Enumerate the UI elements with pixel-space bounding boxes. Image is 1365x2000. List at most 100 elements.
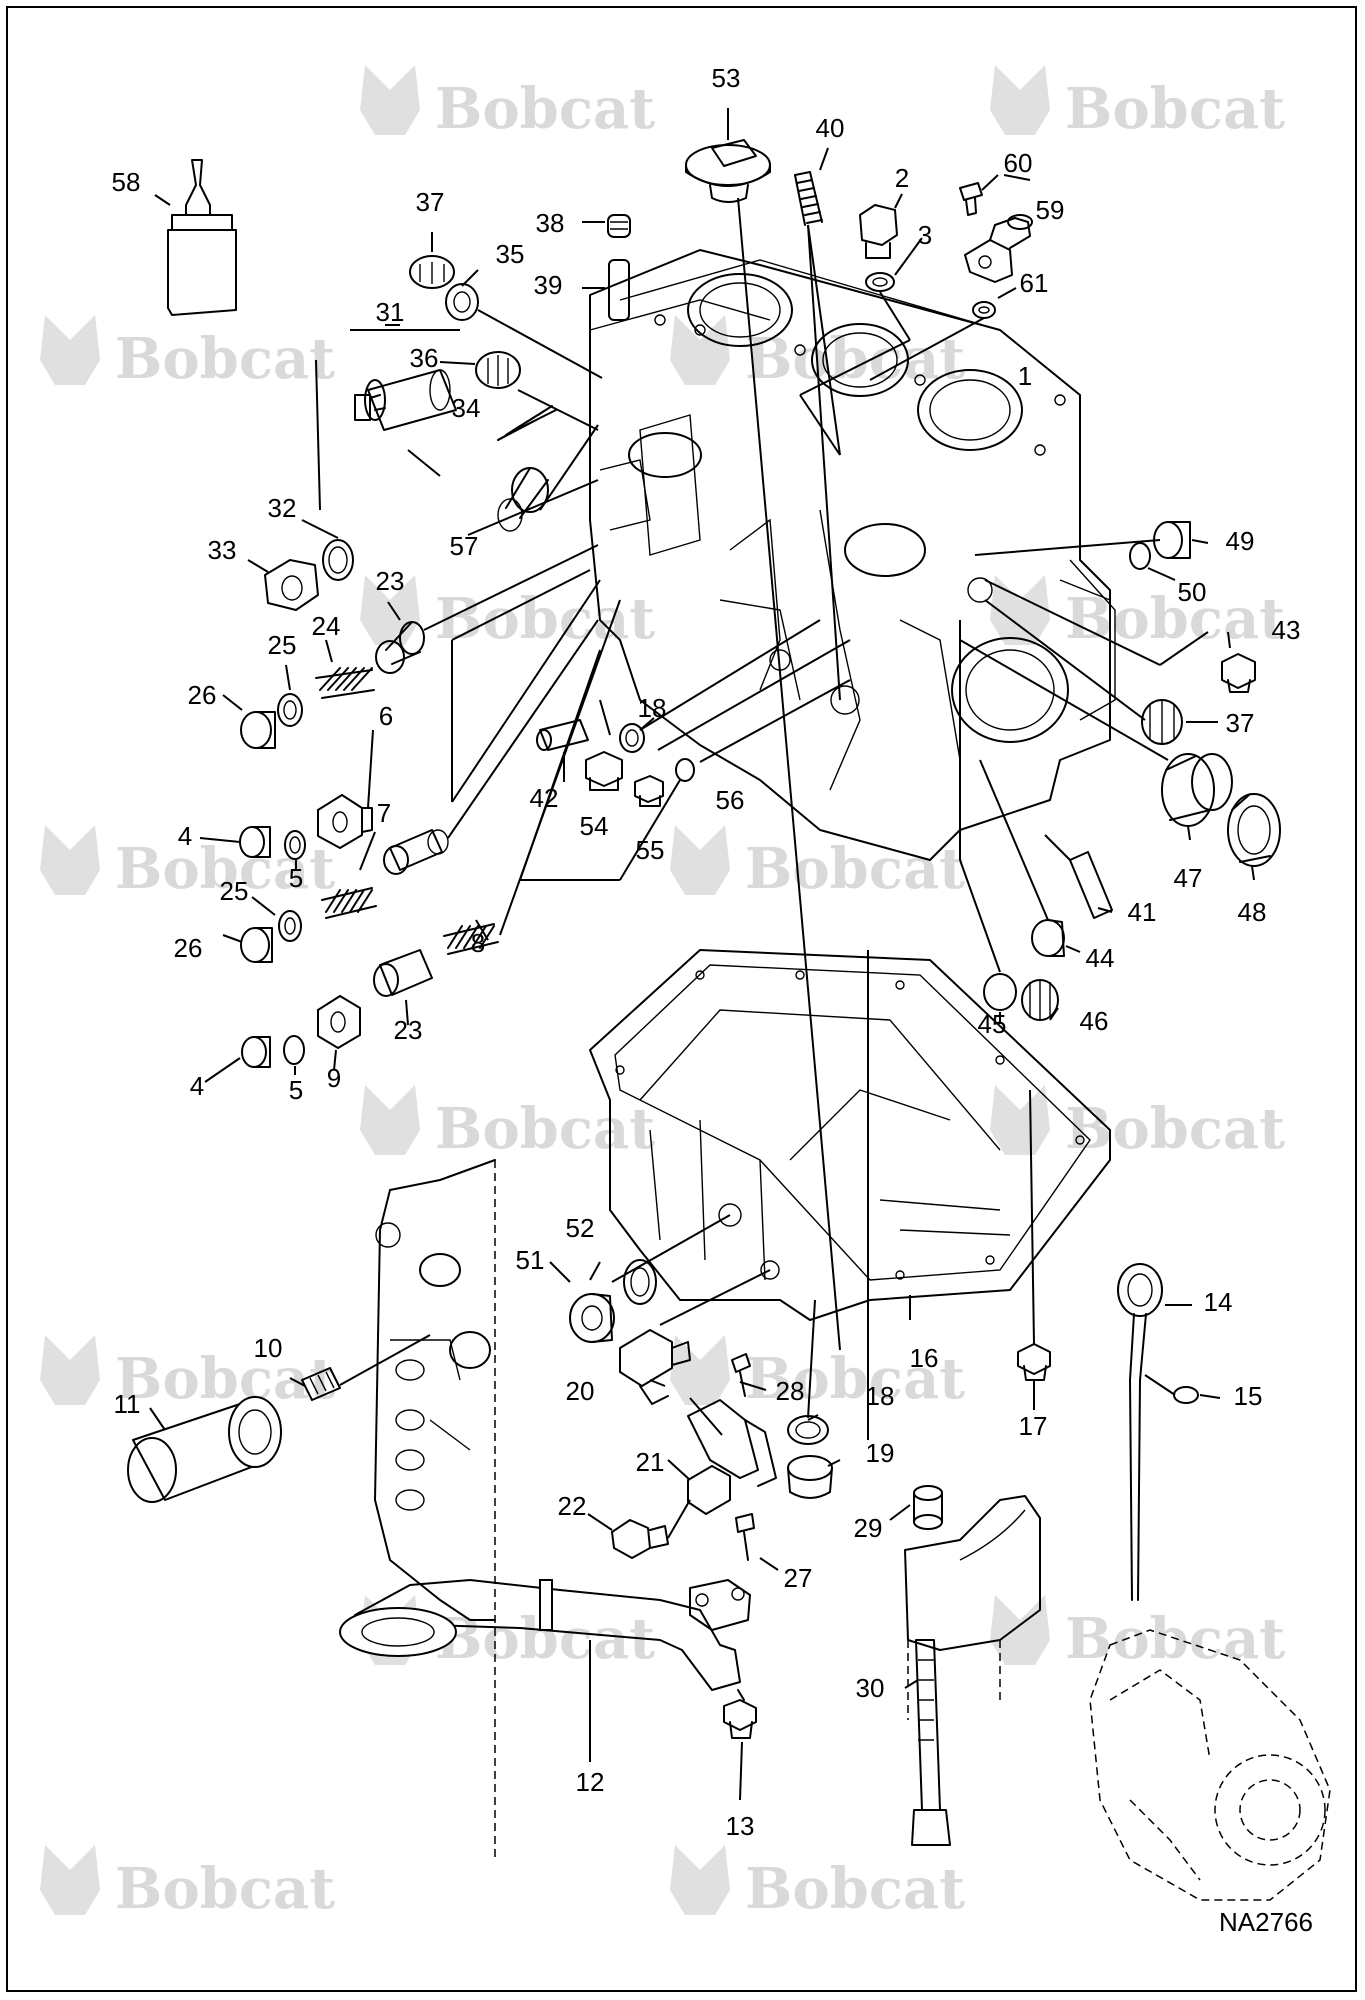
- valve-spring-lower: [443, 923, 499, 955]
- sleeve: [497, 467, 549, 532]
- watermark: Bobcat: [360, 575, 655, 652]
- watermark-text: Bobcat: [745, 326, 965, 392]
- plug-cap: [240, 711, 276, 749]
- bobcat-head-logo-icon: [360, 65, 420, 135]
- callout-c6: 6: [379, 701, 393, 731]
- pan-plug-gasket: [623, 1259, 657, 1305]
- callout-c50: 50: [1178, 577, 1207, 607]
- watermark-text: Bobcat: [115, 1346, 335, 1412]
- callout-c23b: 23: [394, 1015, 423, 1045]
- copper-washer-hole: [289, 836, 301, 854]
- callout-c21: 21: [636, 1447, 665, 1477]
- callout-c10: 10: [254, 1333, 283, 1363]
- callout-c55: 55: [636, 835, 665, 865]
- callout-c22: 22: [558, 1491, 587, 1521]
- watermark: Bobcat: [40, 315, 335, 392]
- watermark: Bobcat: [990, 1595, 1285, 1672]
- sensor-bracket: [687, 1399, 777, 1515]
- cap: [607, 214, 631, 238]
- small-washer: [675, 758, 695, 782]
- callout-c37b: 37: [1226, 708, 1255, 738]
- o-ring-lower: [278, 910, 302, 942]
- pump-assembly: [1089, 1629, 1331, 1901]
- bleed-plug-lower: [241, 1036, 271, 1068]
- oil-filter: [127, 1396, 282, 1503]
- sealing-ring-lower-hole: [795, 1421, 821, 1439]
- piston-sleeve-lower: [373, 949, 433, 997]
- core-plug-right: [1141, 699, 1183, 745]
- piston-sleeve: [375, 621, 425, 674]
- callout-c18b: 18: [866, 1381, 895, 1411]
- watermark-text: Bobcat: [745, 1856, 965, 1922]
- callout-c26b: 26: [174, 933, 203, 963]
- pin: [536, 719, 589, 751]
- piston: [383, 829, 449, 875]
- o-ring-lower-hole: [284, 917, 296, 935]
- piston-spring: [321, 887, 377, 919]
- plug-washer: [1129, 542, 1151, 570]
- callout-c26a: 26: [188, 680, 217, 710]
- callout-c32: 32: [268, 493, 297, 523]
- callout-c9: 9: [327, 1063, 341, 1093]
- pan-plug: [569, 1293, 615, 1343]
- bobcat-head-logo-icon: [990, 575, 1050, 645]
- callout-c11: 11: [114, 1389, 141, 1419]
- pressure-sender: [619, 1329, 691, 1405]
- bobcat-head-logo-icon: [670, 1845, 730, 1915]
- flange-bolt: [1221, 653, 1256, 693]
- callout-c52: 52: [566, 1213, 595, 1243]
- callout-c37a: 37: [416, 187, 445, 217]
- callout-c35: 35: [496, 239, 525, 269]
- callout-c25a: 25: [268, 630, 297, 660]
- callout-c1: 1: [1018, 361, 1032, 391]
- oil-pan: [589, 949, 1111, 1321]
- watermark: Bobcat: [40, 825, 335, 902]
- watermark: Bobcat: [360, 65, 655, 142]
- core-plug: [409, 255, 455, 289]
- callout-c53: 53: [712, 63, 741, 93]
- callout-c4a: 4: [178, 821, 192, 851]
- threaded-nipple: [301, 1367, 341, 1401]
- callout-c60: 60: [1004, 148, 1033, 178]
- callout-c38: 38: [536, 208, 565, 238]
- callout-c2: 2: [895, 163, 909, 193]
- dipstick: [1117, 1263, 1163, 1601]
- gasket-ring-hole: [328, 546, 348, 574]
- gasket-ring: [322, 539, 354, 581]
- callout-c34: 34: [452, 393, 481, 423]
- sealant-tube: [167, 159, 237, 316]
- washer-hole: [872, 277, 888, 287]
- callout-c25b: 25: [220, 876, 249, 906]
- valve-spring: [497, 405, 557, 441]
- oil-level-sensor: [1017, 1343, 1051, 1381]
- callout-c5a: 5: [289, 863, 303, 893]
- watermark-text: Bobcat: [115, 1856, 335, 1922]
- sealing-ring-hole: [625, 729, 639, 747]
- callout-c31: 31: [376, 297, 405, 327]
- bearing-bushing: [1161, 753, 1233, 827]
- callout-c41: 41: [1128, 897, 1157, 927]
- copper-washer: [284, 830, 306, 860]
- dipstick-tube-spring: [794, 171, 823, 226]
- banjo-bolt: [959, 182, 983, 216]
- callout-c27: 27: [784, 1563, 813, 1593]
- oil-pickup-tube: [339, 1579, 751, 1691]
- drain-plug: [585, 751, 623, 791]
- watermark-text: Bobcat: [435, 76, 655, 142]
- bobcat-head-logo-icon: [670, 825, 730, 895]
- sealing-ring: [619, 723, 645, 753]
- sealing-washer: [972, 301, 996, 319]
- bearing-bushing-outer: [1227, 793, 1281, 867]
- pan-plug-gasket-hole: [630, 1267, 650, 1297]
- watermark: Bobcat: [670, 1335, 965, 1412]
- callout-c28: 28: [776, 1376, 805, 1406]
- callout-c20: 20: [566, 1376, 595, 1406]
- drain-plug-lower: [787, 1455, 833, 1499]
- drawing-code: NA2766: [1219, 1907, 1313, 1937]
- callout-c51: 51: [516, 1245, 545, 1275]
- fitting-elbow: [964, 214, 1033, 283]
- watermark: Bobcat: [40, 1335, 335, 1412]
- oil-filler-cap: [685, 139, 771, 203]
- dowel-pin: [608, 259, 630, 321]
- sleeve-bushing: [913, 1485, 943, 1530]
